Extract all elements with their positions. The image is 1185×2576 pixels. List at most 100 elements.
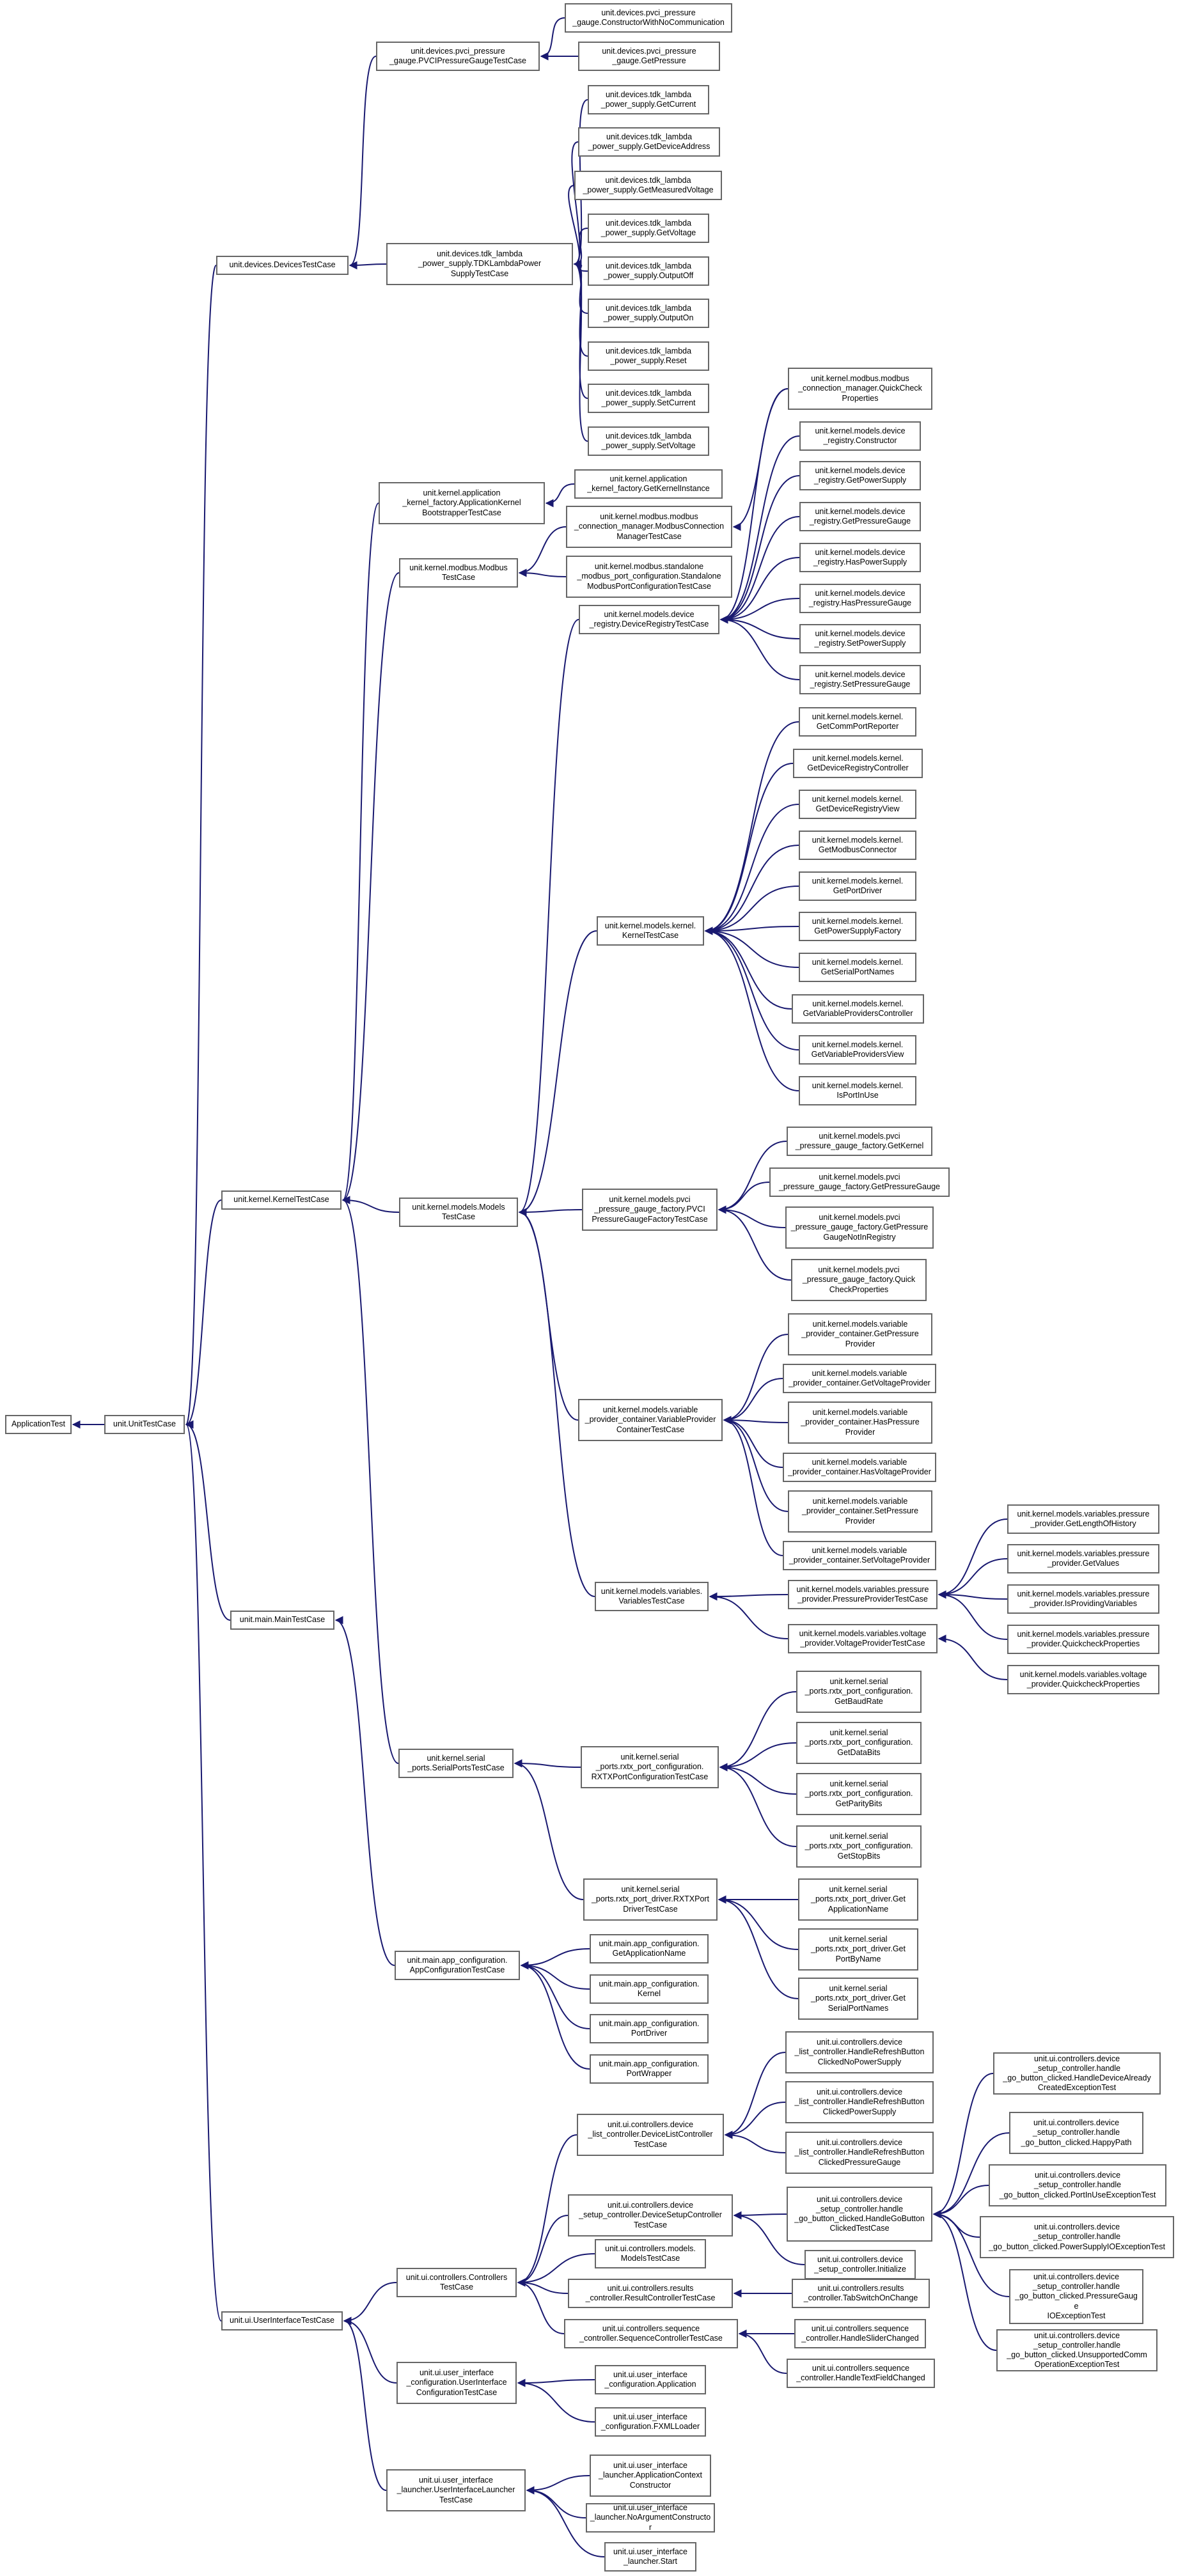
class-node-rpc-get-parity-bits[interactable]: unit.kernel.serial _ports.rxtx_port_conf… <box>796 1773 922 1815</box>
class-node-kernel-test-case[interactable]: unit.kernel.KernelTestCase <box>221 1190 341 1210</box>
class-node-mcm-quick-check-properties[interactable]: unit.kernel.modbus.modbus _connection_ma… <box>788 368 932 410</box>
class-node-rpc-get-data-bits[interactable]: unit.kernel.serial _ports.rxtx_port_conf… <box>796 1722 922 1764</box>
class-node-vpc-set-voltage-provider[interactable]: unit.kernel.models.variable _provider_co… <box>783 1541 936 1570</box>
class-node-hgb-power-supply-ioexception[interactable]: unit.ui.controllers.device _setup_contro… <box>980 2216 1174 2258</box>
class-node-unit-test-case[interactable]: unit.UnitTestCase <box>104 1415 185 1434</box>
class-node-main-test-case[interactable]: unit.main.MainTestCase <box>230 1611 334 1630</box>
class-node-uil-start[interactable]: unit.ui.user_interface _launcher.Start <box>604 2542 696 2572</box>
class-node-dsc-initialize[interactable]: unit.ui.controllers.device _setup_contro… <box>804 2250 916 2279</box>
class-node-user-interface-configuration-test-case[interactable]: unit.ui.user_interface _configuration.Us… <box>396 2362 517 2404</box>
class-node-devices-test-case[interactable]: unit.devices.DevicesTestCase <box>216 256 349 275</box>
class-node-tdk-output-off[interactable]: unit.devices.tdk_lambda _power_supply.Ou… <box>588 256 709 286</box>
class-node-sc-handle-slider-changed[interactable]: unit.ui.controllers.sequence _controller… <box>794 2319 926 2348</box>
class-node-k-get-serial-port-names[interactable]: unit.kernel.models.kernel. GetSerialPort… <box>799 953 916 982</box>
class-node-serial-ports-test-case[interactable]: unit.kernel.serial _ports.SerialPortsTes… <box>398 1749 514 1778</box>
class-node-pressure-provider-test-case[interactable]: unit.kernel.models.variables.pressure _p… <box>788 1580 938 1609</box>
class-node-rpd-get-serial-port-names[interactable]: unit.kernel.serial _ports.rxtx_port_driv… <box>798 1978 918 2020</box>
class-node-ac-kernel[interactable]: unit.main.app_configuration. Kernel <box>590 1974 709 2004</box>
class-node-k-get-device-registry-controller[interactable]: unit.kernel.models.kernel. GetDeviceRegi… <box>793 749 923 778</box>
class-node-dlc-refresh-clicked-pressure-gauge[interactable]: unit.ui.controllers.device _list_control… <box>785 2132 934 2174</box>
class-node-vpc-has-voltage-provider[interactable]: unit.kernel.models.variable _provider_co… <box>783 1453 936 1482</box>
class-node-vpc-has-pressure-provider[interactable]: unit.kernel.models.variable _provider_co… <box>788 1401 932 1444</box>
class-node-dr-set-power-supply[interactable]: unit.kernel.models.device _registry.SetP… <box>799 624 921 653</box>
class-node-standalone-modbus-port-configuration-test-case[interactable]: unit.kernel.modbus.standalone _modbus_po… <box>566 556 732 598</box>
class-node-user-interface-launcher-test-case[interactable]: unit.ui.user_interface _launcher.UserInt… <box>386 2469 526 2511</box>
class-node-uil-no-argument-constructor[interactable]: unit.ui.user_interface _launcher.NoArgum… <box>586 2503 715 2533</box>
class-node-tdk-get-device-address[interactable]: unit.devices.tdk_lambda _power_supply.Ge… <box>578 127 720 157</box>
class-node-result-controller-test-case[interactable]: unit.ui.controllers.results _controller.… <box>568 2279 733 2308</box>
class-node-uic-application[interactable]: unit.ui.user_interface _configuration.Ap… <box>595 2365 706 2394</box>
class-node-uil-application-context-constructor[interactable]: unit.ui.user_interface _launcher.Applica… <box>590 2455 711 2497</box>
class-node-tdk-reset[interactable]: unit.devices.tdk_lambda _power_supply.Re… <box>588 341 709 371</box>
class-node-tdklambda-power-supply-test-case[interactable]: unit.devices.tdk_lambda _power_supply.TD… <box>386 243 573 285</box>
class-node-rpd-get-application-name[interactable]: unit.kernel.serial _ports.rxtx_port_driv… <box>798 1878 918 1921</box>
class-node-k-is-port-in-use[interactable]: unit.kernel.models.kernel. IsPortInUse <box>799 1076 916 1105</box>
class-node-tdk-get-measured-voltage[interactable]: unit.devices.tdk_lambda _power_supply.Ge… <box>574 171 722 200</box>
class-node-pgf-quick-check-properties[interactable]: unit.kernel.models.pvci _pressure_gauge_… <box>791 1259 927 1301</box>
class-node-pvci-get-pressure[interactable]: unit.devices.pvci_pressure _gauge.GetPre… <box>578 42 720 71</box>
class-node-voltage-provider-test-case[interactable]: unit.kernel.models.variables.voltage _pr… <box>788 1624 938 1653</box>
class-node-pp-get-values[interactable]: unit.kernel.models.variables.pressure _p… <box>1007 1544 1159 1573</box>
class-node-dr-get-pressure-gauge[interactable]: unit.kernel.models.device _registry.GetP… <box>799 502 921 531</box>
class-node-pvci-ctor-no-comm[interactable]: unit.devices.pvci_pressure _gauge.Constr… <box>565 3 732 33</box>
class-node-ac-port-driver[interactable]: unit.main.app_configuration. PortDriver <box>590 2014 709 2043</box>
class-node-tdk-get-current[interactable]: unit.devices.tdk_lambda _power_supply.Ge… <box>588 85 709 114</box>
class-node-modbus-connection-manager-test-case[interactable]: unit.kernel.modbus.modbus _connection_ma… <box>566 506 732 548</box>
class-node-hgb-device-already-created[interactable]: unit.ui.controllers.device _setup_contro… <box>993 2052 1161 2095</box>
class-node-vpc-get-voltage-provider[interactable]: unit.kernel.models.variable _provider_co… <box>783 1364 936 1393</box>
class-node-dlc-refresh-power-supply[interactable]: unit.ui.controllers.device _list_control… <box>785 2031 934 2073</box>
class-node-hgb-unsupported-comm[interactable]: unit.ui.controllers.device _setup_contro… <box>996 2329 1158 2371</box>
class-node-variables-test-case[interactable]: unit.kernel.models.variables. VariablesT… <box>595 1582 709 1611</box>
class-node-rxtxport-configuration-test-case[interactable]: unit.kernel.serial _ports.rxtx_port_conf… <box>581 1746 719 1788</box>
class-node-app-configuration-test-case[interactable]: unit.main.app_configuration. AppConfigur… <box>395 1951 520 1980</box>
class-node-app-kernel-bootstrapper-test-case[interactable]: unit.kernel.application _kernel_factory.… <box>379 482 545 524</box>
class-node-k-get-comm-port-reporter[interactable]: unit.kernel.models.kernel. GetCommPortRe… <box>799 707 916 737</box>
class-node-vpc-set-pressure-provider[interactable]: unit.kernel.models.variable _provider_co… <box>788 1490 932 1533</box>
class-node-variable-provider-container-test-case[interactable]: unit.kernel.models.variable _provider_co… <box>578 1399 723 1441</box>
class-node-ac-get-application-name[interactable]: unit.main.app_configuration. GetApplicat… <box>590 1934 709 1963</box>
class-node-hgb-pressure-gauge-ioexception[interactable]: unit.ui.controllers.device _setup_contro… <box>1009 2269 1143 2324</box>
class-node-tdk-output-on[interactable]: unit.devices.tdk_lambda _power_supply.Ou… <box>588 299 709 328</box>
class-node-k-get-port-driver[interactable]: unit.kernel.models.kernel. GetPortDriver <box>799 871 916 901</box>
class-node-pp-is-providing-variables[interactable]: unit.kernel.models.variables.pressure _p… <box>1007 1584 1159 1614</box>
class-node-controllers-test-case[interactable]: unit.ui.controllers.Controllers TestCase <box>396 2268 517 2297</box>
class-node-ak-get-kernel-instance[interactable]: unit.kernel.application _kernel_factory.… <box>574 469 723 499</box>
class-node-tdk-set-voltage[interactable]: unit.devices.tdk_lambda _power_supply.Se… <box>588 426 709 456</box>
class-node-dlc-refresh-clicked-power-supply[interactable]: unit.ui.controllers.device _list_control… <box>785 2081 934 2123</box>
class-node-pgf-get-pressure-gauge-not-in-registry[interactable]: unit.kernel.models.pvci _pressure_gauge_… <box>785 1206 934 1249</box>
class-node-application-test[interactable]: ApplicationTest <box>5 1415 72 1434</box>
class-node-hgb-port-in-use[interactable]: unit.ui.controllers.device _setup_contro… <box>989 2164 1166 2206</box>
class-node-dr-set-pressure-gauge[interactable]: unit.kernel.models.device _registry.SetP… <box>799 665 921 694</box>
class-node-uic-fxmlloader[interactable]: unit.ui.user_interface _configuration.FX… <box>595 2407 706 2437</box>
class-node-dr-constructor[interactable]: unit.kernel.models.device _registry.Cons… <box>799 421 921 451</box>
class-node-kernel-model-test-case[interactable]: unit.kernel.models.kernel. KernelTestCas… <box>597 916 704 946</box>
class-node-pp-get-length-of-history[interactable]: unit.kernel.models.variables.pressure _p… <box>1007 1504 1159 1534</box>
class-node-ac-port-wrapper[interactable]: unit.main.app_configuration. PortWrapper <box>590 2054 709 2084</box>
class-node-sc-handle-text-field-changed[interactable]: unit.ui.controllers.sequence _controller… <box>787 2359 935 2388</box>
class-node-rc-tab-switch-on-change[interactable]: unit.ui.controllers.results _controller.… <box>792 2279 930 2308</box>
class-node-pgf-get-pressure-gauge[interactable]: unit.kernel.models.pvci _pressure_gauge_… <box>769 1167 950 1197</box>
class-node-tdk-set-current[interactable]: unit.devices.tdk_lambda _power_supply.Se… <box>588 384 709 413</box>
class-node-vp-quickcheck-properties[interactable]: unit.kernel.models.variables.voltage _pr… <box>1007 1665 1159 1694</box>
class-node-pvcipressure-gauge-factory-test-case[interactable]: unit.kernel.models.pvci _pressure_gauge_… <box>582 1189 718 1231</box>
class-node-rpd-get-port-by-name[interactable]: unit.kernel.serial _ports.rxtx_port_driv… <box>798 1928 918 1971</box>
class-node-hgb-happy-path[interactable]: unit.ui.controllers.device _setup_contro… <box>1009 2112 1143 2154</box>
class-node-models-test-case[interactable]: unit.kernel.models.Models TestCase <box>399 1198 518 1227</box>
class-node-uimodels-test-case[interactable]: unit.ui.controllers.models. ModelsTestCa… <box>595 2239 706 2268</box>
class-node-sequence-controller-test-case[interactable]: unit.ui.controllers.sequence _controller… <box>564 2319 738 2348</box>
class-node-k-get-variable-providers-view[interactable]: unit.kernel.models.kernel. GetVariablePr… <box>799 1035 916 1065</box>
class-node-device-setup-controller-test-case[interactable]: unit.ui.controllers.device _setup_contro… <box>568 2194 733 2236</box>
class-node-device-list-controller-test-case[interactable]: unit.ui.controllers.device _list_control… <box>577 2114 724 2156</box>
class-node-k-get-modbus-connector[interactable]: unit.kernel.models.kernel. GetModbusConn… <box>799 831 916 860</box>
class-node-dr-has-pressure-gauge[interactable]: unit.kernel.models.device _registry.HasP… <box>799 584 921 613</box>
class-node-rxtxport-driver-test-case[interactable]: unit.kernel.serial _ports.rxtx_port_driv… <box>583 1878 718 1921</box>
class-node-dr-get-power-supply[interactable]: unit.kernel.models.device _registry.GetP… <box>799 461 921 490</box>
class-node-k-get-power-supply-factory[interactable]: unit.kernel.models.kernel. GetPowerSuppl… <box>799 912 916 941</box>
class-node-handle-go-button-clicked-test-case[interactable]: unit.ui.controllers.device _setup_contro… <box>787 2187 932 2242</box>
class-node-pp-quickcheck-properties[interactable]: unit.kernel.models.variables.pressure _p… <box>1007 1625 1159 1654</box>
class-node-k-get-device-registry-view[interactable]: unit.kernel.models.kernel. GetDeviceRegi… <box>799 790 916 819</box>
class-node-user-interface-test-case[interactable]: unit.ui.UserInterfaceTestCase <box>221 2311 343 2330</box>
class-node-device-registry-test-case[interactable]: unit.kernel.models.device _registry.Devi… <box>579 605 719 634</box>
class-node-vpc-get-pressure-provider[interactable]: unit.kernel.models.variable _provider_co… <box>788 1313 932 1355</box>
class-node-dr-has-power-supply[interactable]: unit.kernel.models.device _registry.HasP… <box>799 543 921 572</box>
